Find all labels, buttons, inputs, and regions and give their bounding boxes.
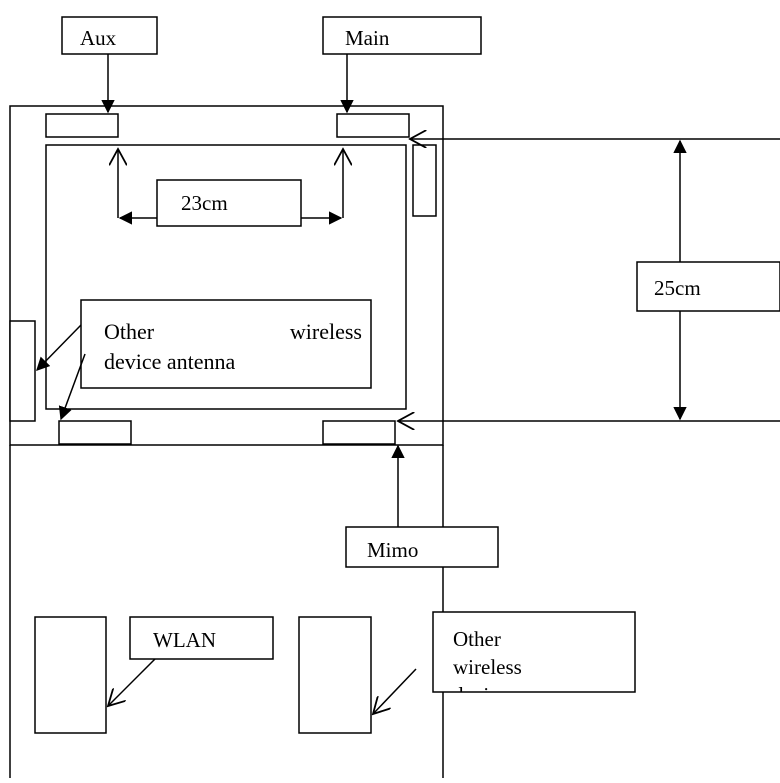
spacing-23cm-label-box (156, 179, 302, 227)
aux-label-box (61, 16, 158, 55)
spacing-25cm-label-box (636, 261, 780, 312)
other-wireless-device-label-line3: device (453, 683, 508, 707)
wlan-label: WLAN (153, 628, 216, 652)
main-label-box (322, 16, 482, 55)
other-wireless-antenna-label-line1-left: Other (104, 319, 155, 344)
other-wireless-antenna-bottom (58, 420, 132, 445)
wlan-pointer-arrow (108, 658, 156, 706)
wlan-module (34, 616, 107, 734)
other-wireless-antenna-label-line2: device antenna (104, 349, 236, 374)
side-antenna-right (412, 144, 437, 217)
spacing-23cm-label: 23cm (181, 191, 228, 215)
aux-antenna (45, 113, 119, 138)
aux-label: Aux (80, 26, 117, 50)
main-antenna (336, 113, 410, 138)
other-wireless-antenna-label-box (80, 299, 372, 389)
other-wireless-antenna-pointer-left (36, 324, 82, 371)
mimo-label: Mimo (367, 538, 418, 562)
mimo-label-box (345, 526, 499, 568)
other-wireless-antenna-pointer-bottom (58, 353, 86, 421)
other-wireless-antenna-label-line1-right: wireless (290, 319, 362, 344)
mimo-antenna (322, 420, 396, 445)
display-panel (45, 144, 407, 410)
spacing-25cm-label: 25cm (654, 276, 701, 300)
wlan-label-box (129, 616, 274, 660)
other-wireless-device-label-box (432, 611, 636, 693)
main-label: Main (345, 26, 390, 50)
other-wireless-device-pointer-arrow (373, 668, 417, 714)
other-wireless-device-module (298, 616, 372, 734)
other-wireless-device-label-line1: Other (453, 627, 501, 651)
other-wireless-device-label-line2: wireless (453, 655, 522, 679)
other-wireless-antenna-left (9, 320, 36, 422)
laptop-lid-outline (9, 105, 444, 446)
other-wireless-device-label-clip: Other wireless device (453, 627, 522, 707)
